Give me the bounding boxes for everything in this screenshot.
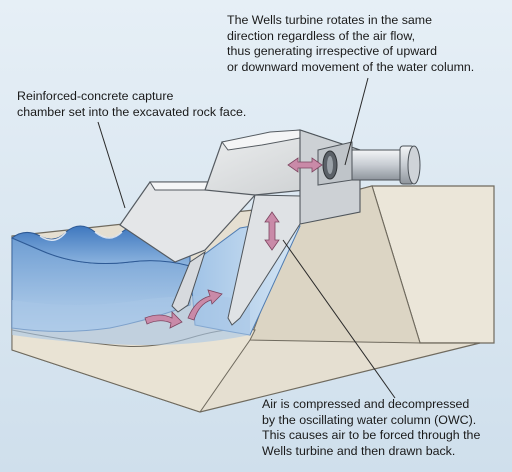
chamber-back-wall (227, 194, 301, 326)
turbine-caption-line: The Wells turbine rotates in the same (227, 13, 433, 27)
turbine-caption-line: direction regardless of the air flow, (227, 28, 416, 43)
air-flow-arrow (287, 157, 323, 173)
owc-caption-line: Air is compressed and decompressed (262, 397, 470, 411)
wells-turbine-icon (322, 145, 421, 185)
owc-caption-line: by the oscillating water column (OWC). (262, 412, 477, 427)
turbine-caption-line: or downward movement of the water column… (227, 59, 475, 74)
turbine-caption-line: thus generating irrespective of upward (227, 44, 438, 59)
owc-caption-line: Wells turbine and then drawn back. (262, 443, 456, 458)
leader-turbine (344, 77, 369, 166)
water-seabed-tint (12, 296, 250, 345)
owc-caption-line: This causes air to be forced through the (262, 428, 481, 443)
owc-caption: Air is compressed and decompressed by th… (262, 397, 480, 459)
leader-owc (282, 239, 396, 399)
water-flow-arrows (144, 289, 223, 329)
chamber-caption-line: Reinforced-concrete capture (17, 89, 174, 103)
air-flow-arrow-vertical (264, 211, 280, 251)
turbine-caption: The Wells turbine rotates in the same di… (227, 13, 474, 75)
chamber-caption-line: chamber set into the excavated rock face… (17, 104, 247, 119)
leader-chamber (97, 121, 126, 209)
chamber-caption: Reinforced-concrete capture chamber set … (17, 89, 246, 120)
chamber-curtain-wall (171, 250, 206, 313)
